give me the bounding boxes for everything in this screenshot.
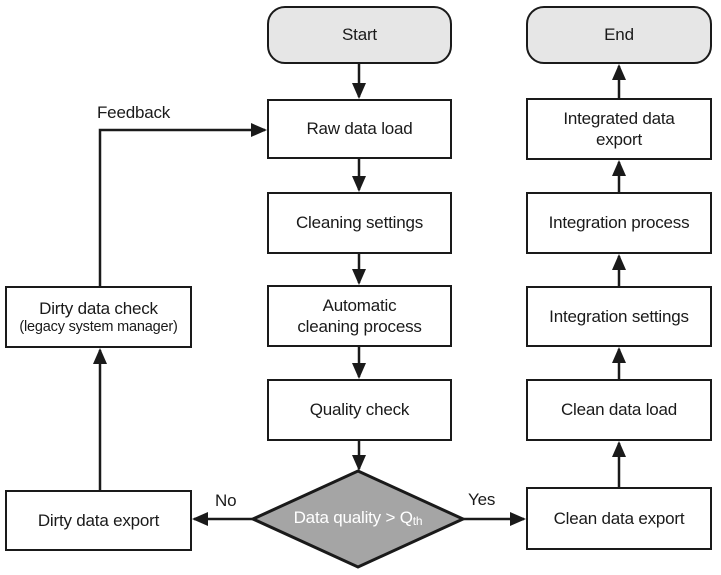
node-integration-process: Integration process [526,192,712,254]
node-integration-settings-label: Integration settings [549,306,689,326]
node-automatic-cleaning-process: Automatic cleaning process [267,285,452,347]
node-clean-data-export: Clean data export [526,487,712,550]
decision-label: Data quality > Qth [253,508,463,529]
decision-label-text: Data quality > Q [293,508,413,527]
arrow-feedback-to-raw-data-load [98,123,267,286]
node-quality-check: Quality check [267,379,452,441]
node-cleaning-settings: Cleaning settings [267,192,452,254]
node-dirty-data-check: Dirty data check (legacy system manager) [5,286,192,348]
node-end: End [526,6,712,64]
node-clean-data-load: Clean data load [526,379,712,441]
decision-diamond [249,469,467,569]
node-dirty-data-check-subtitle: (legacy system manager) [19,319,178,336]
node-end-label: End [604,25,634,45]
node-dirty-data-export-label: Dirty data export [37,510,160,530]
node-integrated-data-export-line1: Integrated data [563,108,675,128]
node-integration-settings: Integration settings [526,286,712,347]
node-dirty-data-check-title: Dirty data check [39,299,158,319]
node-raw-data-load: Raw data load [267,99,452,159]
node-integrated-data-export: Integrated data export [526,98,712,160]
edge-label-yes: Yes [468,490,496,509]
node-raw-data-load-label: Raw data load [306,119,413,139]
node-automatic-cleaning-line2: cleaning process [297,317,422,336]
node-cleaning-settings-label: Cleaning settings [295,213,423,233]
decision-label-subscript: th [412,514,423,528]
node-integrated-data-export-line2: export [595,130,643,149]
node-start: Start [267,6,452,64]
edge-label-no: No [215,491,237,510]
node-start-label: Start [342,25,377,45]
node-dirty-data-export: Dirty data export [5,490,192,551]
node-automatic-cleaning-line1: Automatic [322,295,397,315]
node-integration-process-label: Integration process [548,213,690,233]
node-clean-data-export-label: Clean data export [553,508,685,528]
edge-label-feedback: Feedback [97,103,171,122]
node-clean-data-load-label: Clean data load [560,400,678,420]
node-quality-check-label: Quality check [309,400,410,420]
